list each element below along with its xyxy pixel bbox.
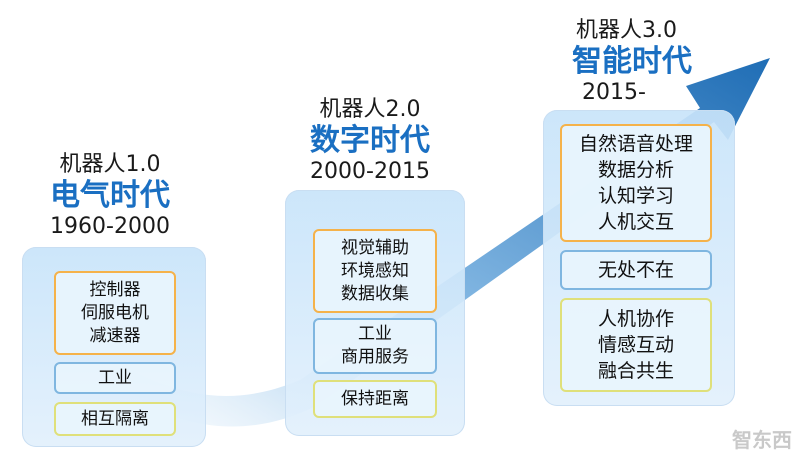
- arrow-body: [130, 58, 770, 427]
- box-line: 环境感知: [341, 260, 409, 281]
- box-line: 自然语音处理: [578, 133, 693, 155]
- box-line: 数据收集: [341, 283, 409, 304]
- era-title: 智能时代: [572, 44, 692, 79]
- box-line: 减速器: [89, 325, 141, 346]
- stage-1-scene-box: 工业: [54, 362, 176, 394]
- stage-1-tech-box: 控制器 伺服电机 减速器: [54, 271, 176, 355]
- box-line: 伺服电机: [81, 302, 149, 323]
- watermark-logo: 智东西: [732, 428, 792, 452]
- era-years: 2000-2015: [310, 159, 430, 184]
- stage-1-heading: 机器人1.0 电气时代 1960-2000: [20, 152, 200, 240]
- era-years: 2015-: [582, 80, 646, 105]
- stage-name: 机器人2.0: [319, 97, 421, 122]
- box-line: 控制器: [89, 279, 141, 300]
- box-line: 人机交互: [597, 211, 674, 233]
- stage-2-heading: 机器人2.0 数字时代 2000-2015: [280, 97, 460, 185]
- box-line: 融合共生: [597, 360, 674, 382]
- era-title: 数字时代: [310, 123, 430, 158]
- box-line: 无处不在: [597, 259, 674, 281]
- box-line: 保持距离: [341, 388, 409, 409]
- box-line: 认知学习: [597, 185, 674, 207]
- stage-3-relation-box: 人机协作 情感互动 融合共生: [560, 298, 712, 392]
- stage-1-relation-box: 相互隔离: [54, 402, 176, 436]
- stage-name: 机器人3.0: [576, 18, 677, 43]
- box-line: 视觉辅助: [341, 237, 409, 258]
- box-line: 数据分析: [597, 159, 674, 181]
- stage-2-tech-box: 视觉辅助 环境感知 数据收集: [313, 229, 437, 313]
- stage-3-scene-box: 无处不在: [560, 250, 712, 290]
- stage-3-tech-box: 自然语音处理 数据分析 认知学习 人机交互: [560, 124, 712, 242]
- box-line: 商用服务: [341, 347, 409, 367]
- box-line: 工业: [358, 324, 392, 344]
- box-line: 工业: [98, 367, 132, 388]
- box-line: 人机协作: [597, 308, 674, 330]
- era-years: 1960-2000: [50, 214, 170, 239]
- stage-name: 机器人1.0: [59, 152, 161, 177]
- stage-2-scene-box: 工业 商用服务: [313, 318, 437, 374]
- era-title: 电气时代: [50, 178, 170, 213]
- box-line: 相互隔离: [81, 408, 149, 429]
- stage-2-relation-box: 保持距离: [313, 380, 437, 418]
- stage-3-heading: 机器人3.0 智能时代 2015-: [548, 18, 718, 106]
- box-line: 情感互动: [597, 334, 674, 356]
